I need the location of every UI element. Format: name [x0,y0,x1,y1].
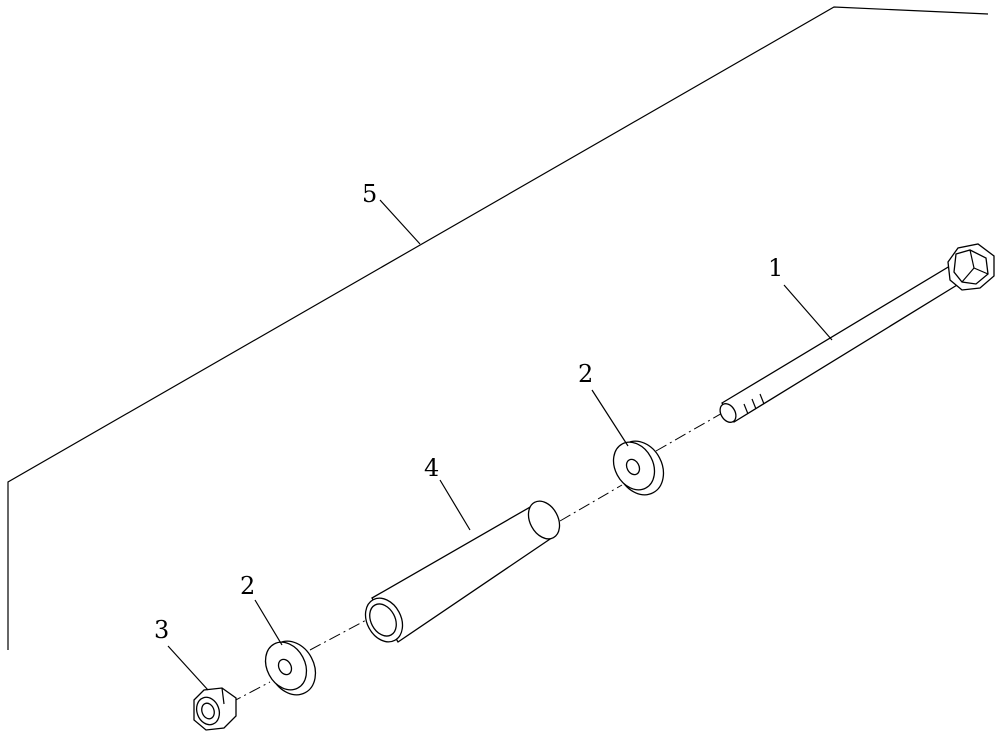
leader-5 [379,199,421,245]
callout-3: 3 [154,616,169,644]
leader-3 [167,645,209,691]
callout-4: 4 [424,454,439,482]
frame-panel-outline [7,6,989,650]
nut-part [193,687,237,731]
bolt-part [719,243,995,423]
assembly-centerline [229,411,725,704]
callout-1: 1 [768,254,783,282]
leader-1 [783,284,833,341]
washer-right-part [612,440,665,496]
callouts: 1 2 2 3 4 5 [154,180,783,644]
leader-2-right [591,389,629,447]
spacer-tube-part [364,500,561,643]
leader-lines [167,199,833,691]
leader-4 [439,479,471,531]
leader-2-left [254,599,283,646]
callout-5: 5 [362,180,377,208]
callout-2-right: 2 [578,360,593,388]
callout-2-left: 2 [240,572,255,600]
washer-left-part [264,640,317,696]
